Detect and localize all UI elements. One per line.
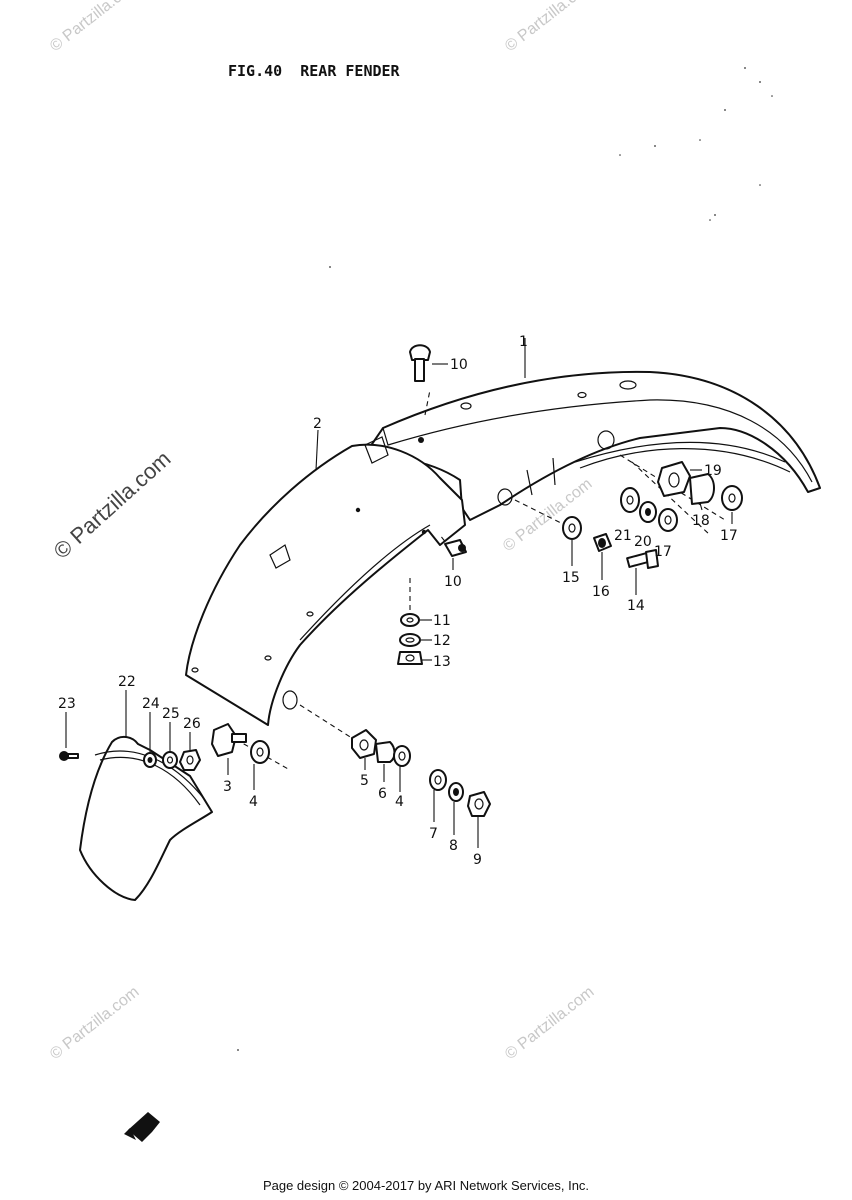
callout-4: 4 <box>395 794 404 810</box>
leader-line <box>315 429 319 471</box>
callout-12: 12 <box>433 633 451 649</box>
callout-24: 24 <box>142 696 160 712</box>
callout-5: 5 <box>360 773 369 789</box>
callout-15: 15 <box>562 570 580 586</box>
callout-7: 7 <box>429 826 438 842</box>
callout-11: 11 <box>433 613 451 629</box>
leader-line <box>699 502 703 511</box>
callout-10: 10 <box>450 357 468 373</box>
washer-stack-11-13 <box>397 613 423 665</box>
callout-23: 23 <box>58 696 76 712</box>
callout-17: 17 <box>720 528 738 544</box>
bolt-10-side <box>444 539 467 557</box>
watermark: © Partzilla.com <box>502 0 597 55</box>
rear-fender-main <box>369 370 821 521</box>
callout-3: 3 <box>223 779 232 795</box>
callout-25: 25 <box>162 706 180 722</box>
callout-13: 13 <box>433 654 451 670</box>
callout-14: 14 <box>627 598 645 614</box>
callout-16: 16 <box>592 584 610 600</box>
washer-15-nut-16 <box>562 516 612 552</box>
callout-4: 4 <box>249 794 258 810</box>
mud-flap-22 <box>79 736 213 901</box>
watermark: © Partzilla.com <box>47 983 142 1063</box>
callout-18: 18 <box>692 513 710 529</box>
callout-19: 19 <box>704 463 722 479</box>
callout-26: 26 <box>183 716 201 732</box>
scan-specks <box>237 67 773 1051</box>
washer-4-left <box>250 740 270 764</box>
callout-17: 17 <box>654 544 672 560</box>
watermark: © Partzilla.com <box>49 446 176 564</box>
callout-labels: 1 2 3 4 4 5 6 7 8 9 10 10 11 12 13 14 15… <box>58 334 738 868</box>
callout-10: 10 <box>444 574 462 590</box>
callout-20: 20 <box>634 534 652 550</box>
figure-title: FIG.40 REAR FENDER <box>228 62 401 80</box>
callout-21: 21 <box>614 528 632 544</box>
mount-bushings-17-21 <box>620 461 743 532</box>
callout-9: 9 <box>473 852 482 868</box>
watermark: © Partzilla.com <box>47 0 142 55</box>
callout-2: 2 <box>313 416 322 432</box>
rear-fender-front-section <box>185 436 466 726</box>
collar-5-6-4 <box>351 729 411 767</box>
bolt-10-top <box>409 344 431 382</box>
washer-7-8-nut-9 <box>429 769 491 817</box>
flap-hardware-23-26 <box>59 749 201 771</box>
front-direction-arrow-icon <box>124 1112 160 1142</box>
bolt-3 <box>211 723 247 757</box>
callout-1: 1 <box>519 334 528 350</box>
footer-copyright: Page design © 2004-2017 by ARI Network S… <box>263 1178 589 1193</box>
callout-8: 8 <box>449 838 458 854</box>
watermark: © Partzilla.com <box>502 983 597 1063</box>
bolt-14 <box>626 549 659 569</box>
callout-22: 22 <box>118 674 136 690</box>
callout-6: 6 <box>378 786 387 802</box>
